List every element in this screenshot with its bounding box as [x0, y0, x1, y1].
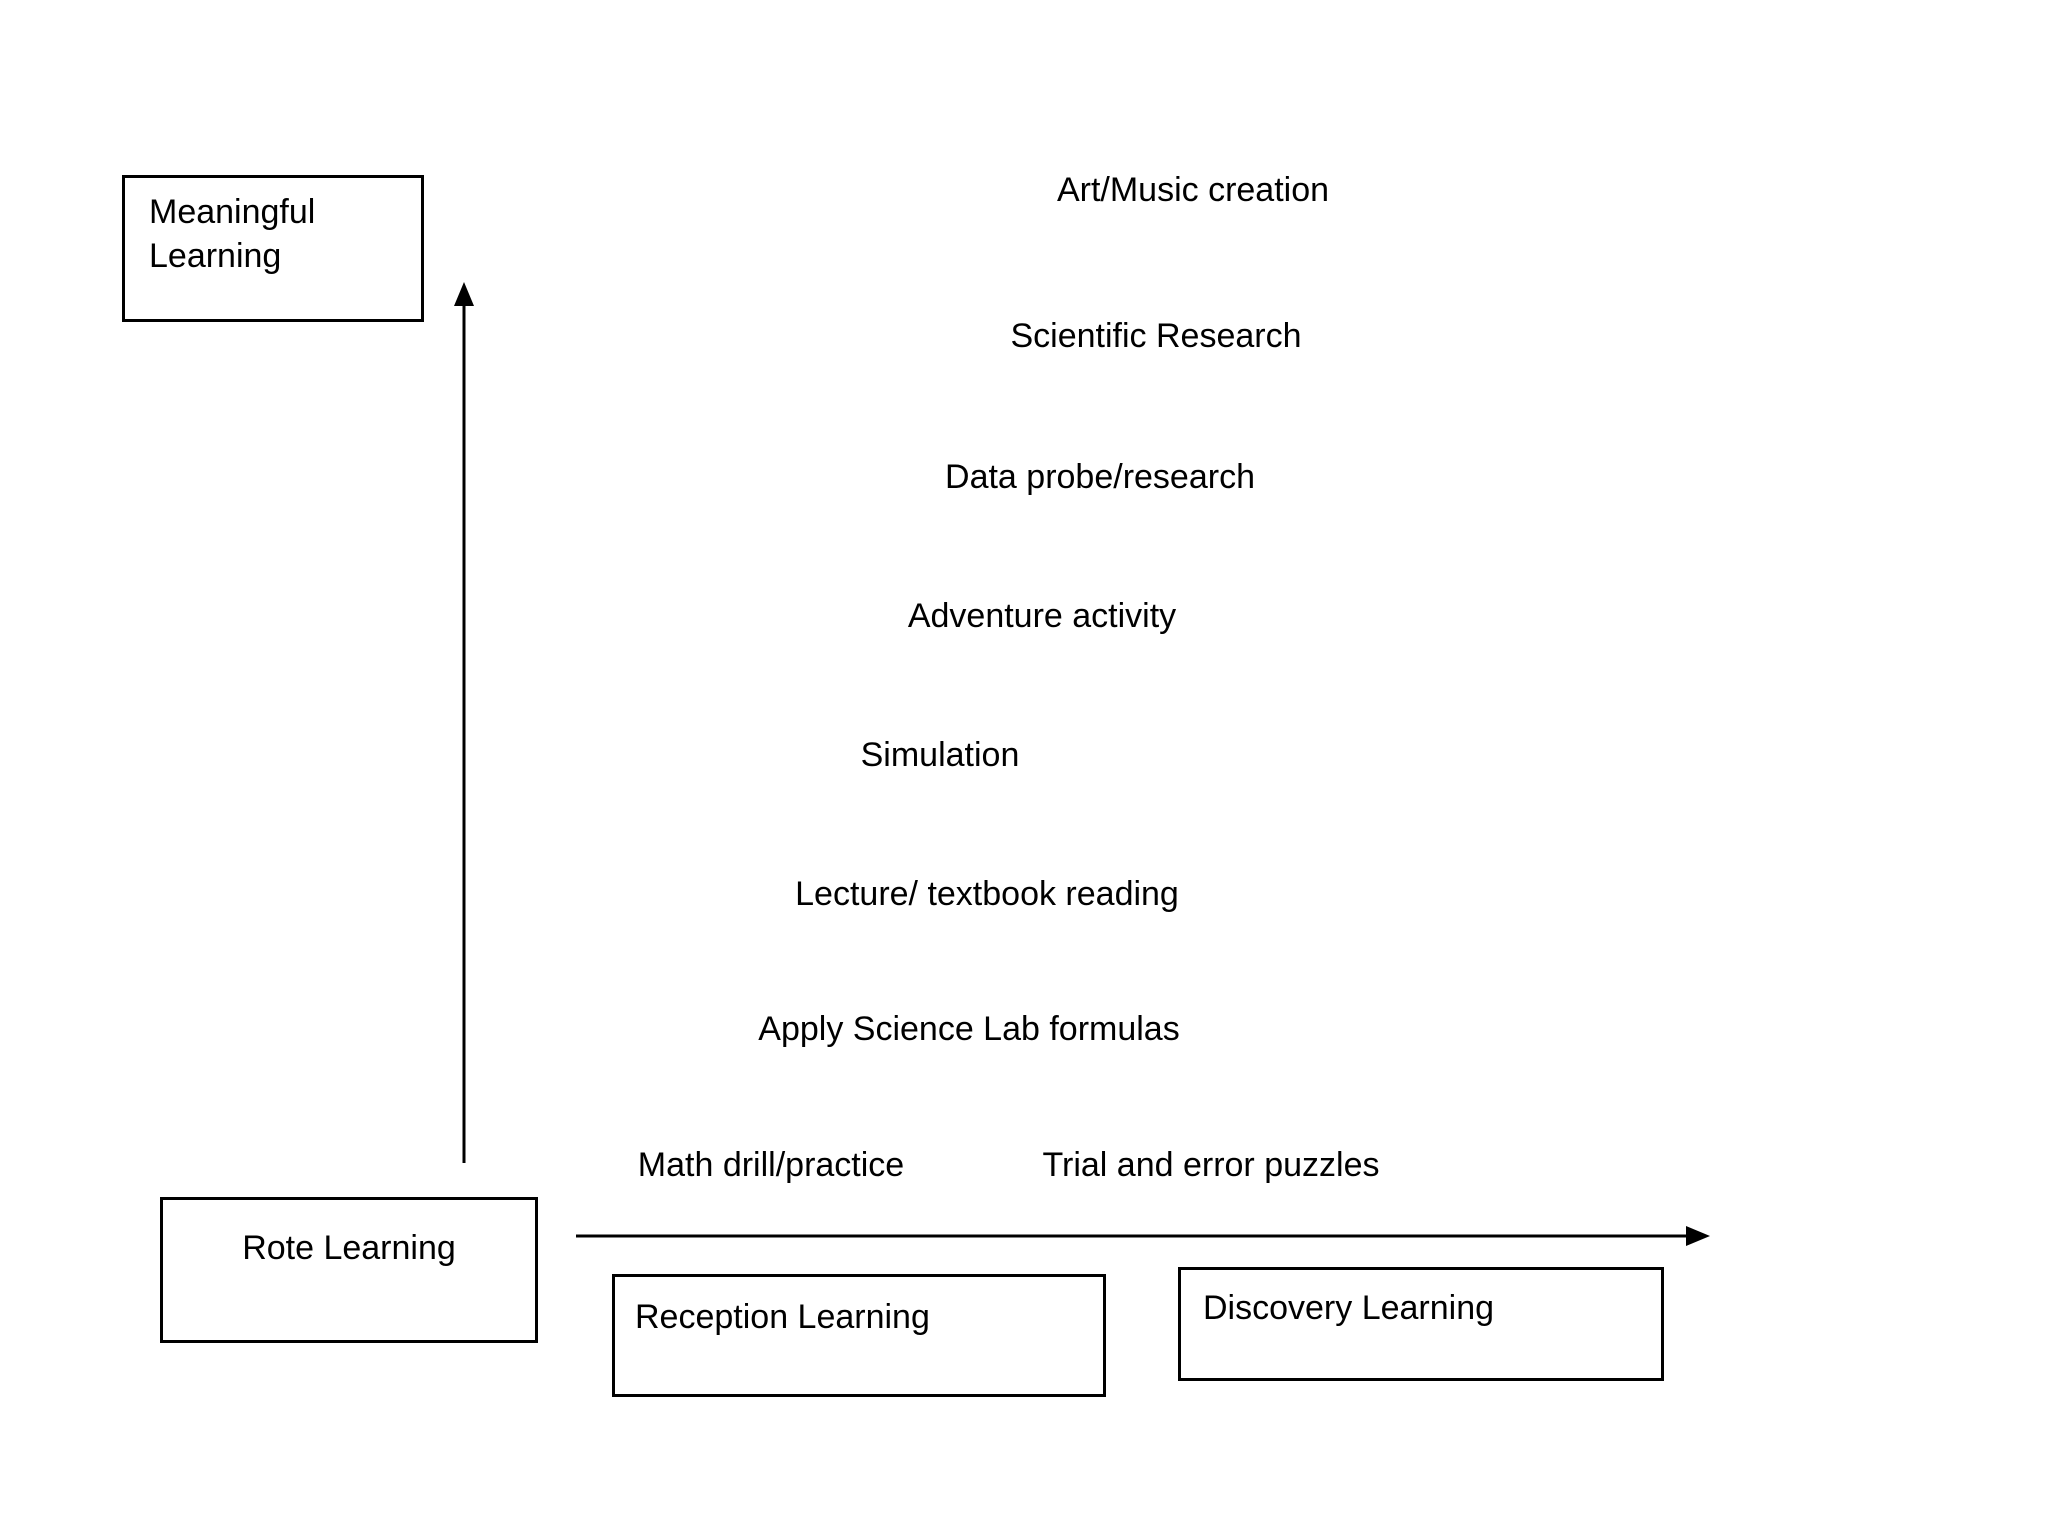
- right-arrowhead-icon: [1686, 1226, 1710, 1246]
- activity-label-art-music-creation: Art/Music creation: [1056, 171, 1330, 209]
- discovery-learning-label: Discovery Learning: [1203, 1289, 1495, 1327]
- activity-label-simulation: Simulation: [860, 736, 1020, 774]
- reception-learning-box: Reception Learning: [612, 1274, 1106, 1397]
- activity-label-lecture-textbook-reading: Lecture/ textbook reading: [795, 875, 1179, 913]
- activity-label-data-probe-research: Data probe/research: [945, 458, 1255, 496]
- rote-learning-box: Rote Learning: [160, 1197, 538, 1343]
- activity-label-trial-and-error-puzzles: Trial and error puzzles: [1042, 1146, 1380, 1184]
- activity-label-adventure-activity: Adventure activity: [907, 597, 1177, 635]
- activity-label-math-drill-practice: Math drill/practice: [637, 1146, 905, 1184]
- rote-learning-label: Rote Learning: [242, 1229, 456, 1267]
- meaningful-learning-box: Meaningful Learning: [122, 175, 424, 322]
- up-arrowhead-icon: [454, 282, 474, 306]
- discovery-learning-box: Discovery Learning: [1178, 1267, 1664, 1381]
- activity-label-scientific-research: Scientific Research: [1010, 317, 1302, 355]
- reception-learning-label: Reception Learning: [635, 1298, 930, 1336]
- activity-label-apply-science-lab-formulas: Apply Science Lab formulas: [758, 1010, 1180, 1048]
- meaningful-learning-label: Meaningful Learning: [149, 193, 316, 275]
- horizontal-axis-arrow: [576, 1226, 1710, 1246]
- vertical-axis-arrow: [454, 282, 474, 1163]
